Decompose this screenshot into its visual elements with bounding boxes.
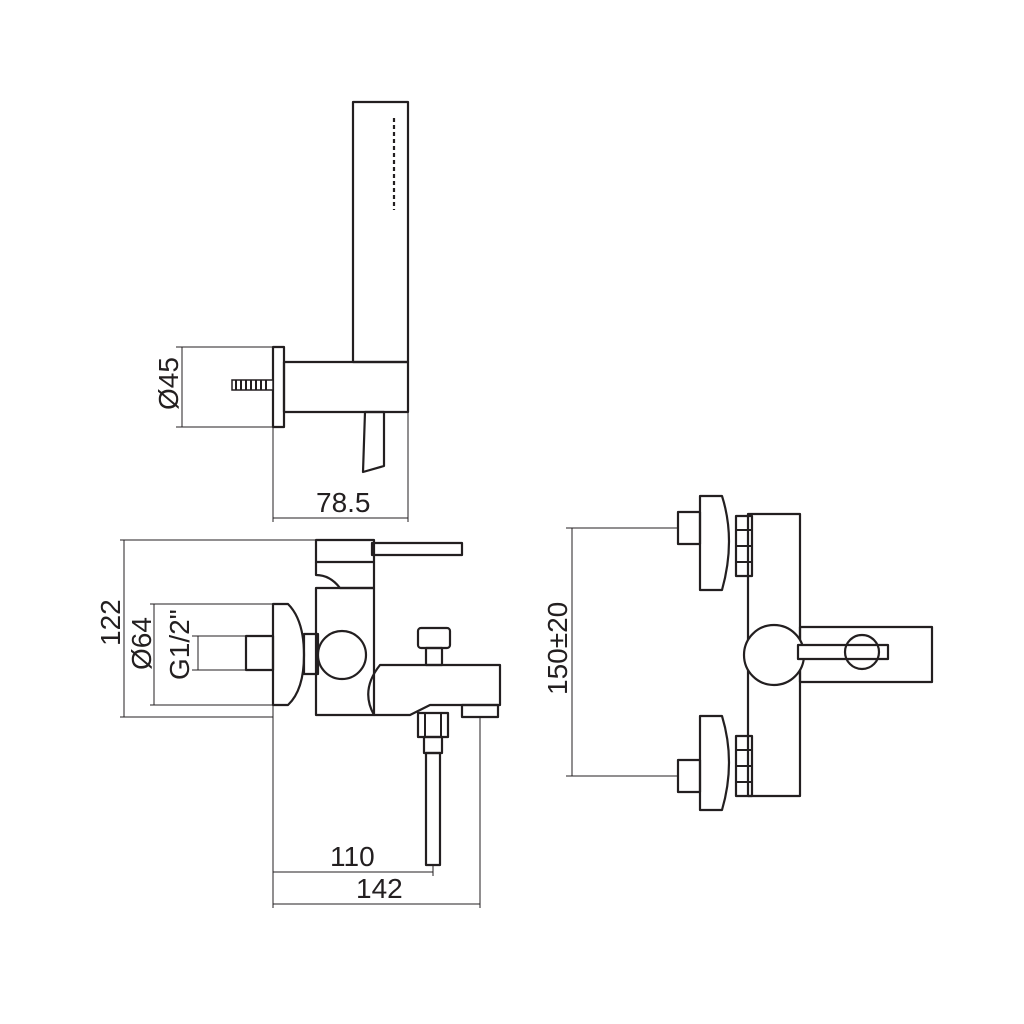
upper-inlet [676, 494, 754, 592]
lower-inlet [676, 714, 754, 812]
dim-label-spout-offset: 110 [330, 841, 375, 872]
dim-label-overall-depth: 142 [356, 873, 403, 904]
holder-wall-flange [271, 345, 286, 429]
inlet-stub [244, 634, 275, 672]
front-eccentric [742, 623, 806, 687]
front-lever-knob [843, 633, 881, 671]
spout [367, 663, 502, 717]
lever-cap [314, 538, 376, 564]
mixer-side-view: 122 Ø64 G1/2" 110 142 [95, 538, 502, 908]
holder-body [282, 360, 410, 414]
dim-label-thread: G1/2" [164, 609, 195, 680]
dim-label-holder-depth: 78.5 [316, 487, 371, 518]
wall-flange [271, 602, 306, 707]
dim-center-distance: 150±20 [542, 527, 678, 777]
mixer-front-view: 150±20 [542, 494, 934, 812]
dim-label-holder-diameter: Ø45 [153, 357, 184, 410]
hand-shower-holder-view: Ø45 78.5 [153, 100, 410, 522]
hose-connector [361, 410, 386, 474]
dim-spout-offset: 110 [272, 705, 434, 908]
dim-label-overall-height: 122 [95, 599, 126, 646]
dim-thread: G1/2" [164, 609, 246, 680]
hose-outlet [416, 711, 450, 867]
dim-overall-height: 122 [95, 539, 316, 718]
front-lever [796, 643, 890, 661]
mounting-screw [231, 379, 274, 391]
dim-flange-diameter: Ø64 [126, 603, 273, 706]
dim-label-flange-diameter: Ø64 [126, 617, 157, 670]
aerator-outlet [460, 703, 500, 719]
hand-shower-handle [351, 100, 410, 364]
diverter-knob [416, 626, 452, 667]
cartridge-neck [314, 562, 376, 590]
eccentric-connector [316, 629, 368, 681]
dim-label-center-distance: 150±20 [542, 602, 573, 695]
lever-handle [370, 541, 464, 557]
dim-holder-diameter: Ø45 [153, 346, 273, 428]
mixer-body [314, 586, 376, 717]
dim-holder-depth: 78.5 [272, 412, 409, 522]
dim-overall-depth: 142 [273, 717, 481, 908]
